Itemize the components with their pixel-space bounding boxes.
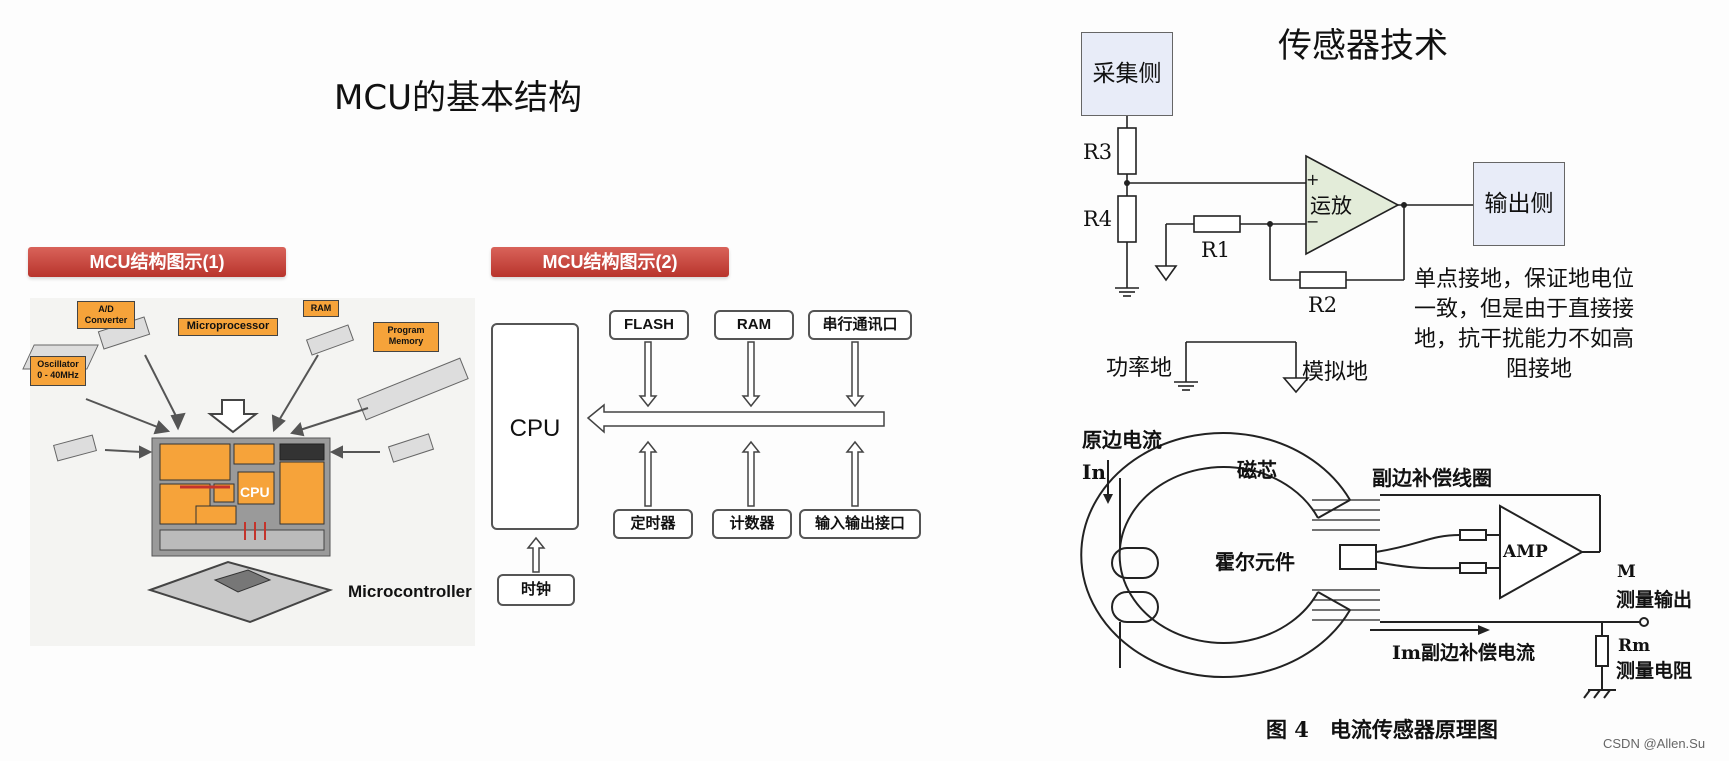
flash-block: FLASH — [609, 310, 689, 340]
im-label: Im副边补偿电流 — [1392, 642, 1535, 664]
down-arrow-graphic — [207, 399, 259, 434]
amp-label: AMP — [1503, 542, 1548, 562]
in-arrow-head — [1103, 494, 1113, 504]
cpu-block: CPU — [491, 323, 579, 530]
clock-block: 时钟 — [497, 574, 575, 606]
io-interface-block: 输入输出接口 — [799, 509, 921, 539]
microcontroller-label: Microcontroller — [348, 582, 472, 601]
r1-ground — [1154, 265, 1178, 282]
hall-element-graphic — [1339, 544, 1377, 570]
sensor-caption: 图 4 电流传感器原理图 — [1266, 717, 1498, 742]
counter-block: 计数器 — [712, 509, 792, 539]
core-label: 磁芯 — [1237, 458, 1277, 482]
core-outer — [1080, 432, 1351, 678]
right-title: 传感器技术 — [1278, 26, 1448, 66]
hall-element-label: 霍尔元件 — [1215, 550, 1295, 574]
collect-side-box: 采集侧 — [1081, 32, 1173, 116]
die-cpu-label: CPU — [240, 484, 270, 500]
opamp-plus: + — [1306, 170, 1320, 189]
counter-bus-arrow — [741, 440, 761, 507]
m-label: M — [1617, 562, 1636, 582]
mcu-arrows — [85, 354, 380, 459]
grounding-note: 单点接地，保证地电位 一致，但是由于直接接 地，抗干扰能力不如高 阻接地 — [1414, 265, 1684, 385]
measure-resistor-label: 测量电阻 — [1616, 660, 1693, 682]
im-arrow-head — [1478, 625, 1490, 635]
flash-bus-arrow — [638, 341, 658, 408]
core-inner — [1118, 466, 1319, 644]
mcu-diagram1-banner: MCU结构图示(1) — [28, 247, 286, 277]
ram-label: RAM — [303, 300, 339, 317]
ram-chip-graphic — [305, 324, 355, 356]
ram-block: RAM — [714, 310, 794, 340]
csdn-watermark: CSDN @Allen.Su — [1603, 736, 1706, 751]
output-terminal — [1639, 617, 1649, 627]
rm-label: Rm — [1618, 636, 1651, 656]
bus-arrow — [586, 403, 885, 434]
primary-current-label: 原边电流 — [1082, 428, 1162, 452]
program-memory-label: Program Memory — [373, 322, 439, 352]
grounding-note-line3: 地，抗干扰能力不如高 — [1414, 327, 1635, 352]
in-label: In — [1082, 460, 1106, 484]
grounding-note-line1: 单点接地，保证地电位 — [1414, 267, 1635, 292]
r4-label: R4 — [1083, 207, 1113, 231]
output-side-box: 输出侧 — [1473, 162, 1565, 246]
opamp-minus: − — [1306, 212, 1320, 231]
right-chip-graphic — [387, 433, 435, 463]
r1-label: R1 — [1201, 238, 1231, 262]
r3-label: R3 — [1083, 140, 1113, 164]
amp-triangle — [1499, 504, 1585, 600]
left-title: MCU的基本结构 — [334, 78, 582, 118]
secondary-coil-label: 副边补偿线圈 — [1372, 466, 1492, 490]
serial-bus-arrow — [845, 341, 865, 408]
grounding-note-line2: 一致，但是由于直接接 — [1414, 297, 1635, 322]
microcontroller-package-graphic — [146, 560, 334, 624]
opamp-label: 运放 — [1310, 194, 1352, 218]
oscillator-label: Oscillator 0 - 40MHz — [30, 356, 86, 386]
power-ground-label: 功率地 — [1106, 356, 1173, 381]
left-chip-graphic — [52, 434, 98, 462]
microprocessor-label: Microprocessor — [178, 318, 278, 336]
analog-ground-label: 模拟地 — [1302, 360, 1369, 385]
io-bus-arrow — [845, 440, 865, 507]
mcu-diagram2-banner: MCU结构图示(2) — [491, 247, 729, 277]
clock-arrow — [526, 536, 546, 573]
ram-bus-arrow — [741, 341, 761, 408]
r2-label: R2 — [1308, 293, 1338, 317]
analog-ground-symbol — [1282, 377, 1310, 394]
rm-resistor — [1595, 635, 1609, 667]
timer-bus-arrow — [638, 440, 658, 507]
measure-output-label: 测量输出 — [1616, 589, 1693, 611]
timer-block: 定时器 — [613, 509, 693, 539]
grounding-note-line4: 阻接地 — [1506, 357, 1573, 382]
ad-converter-label: A/D Converter — [77, 301, 135, 329]
opamp-triangle — [1305, 154, 1400, 256]
serial-port-block: 串行通讯口 — [808, 310, 912, 340]
